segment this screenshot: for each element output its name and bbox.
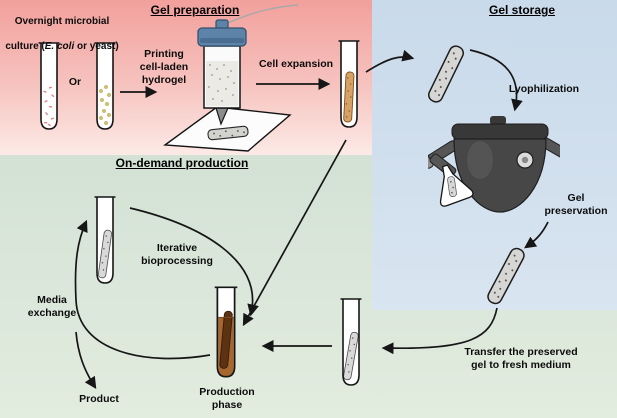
- syringe-barrel: [203, 45, 241, 109]
- lyophilizer-icon: [428, 116, 560, 213]
- production-tube-icon: [214, 286, 238, 378]
- preserved-gel-icon: [487, 247, 525, 305]
- lyophilization-label: Lyophilization: [508, 83, 580, 95]
- media-exchange-label: Media exchange: [27, 294, 77, 319]
- expanded-culture-tube-icon: [338, 40, 360, 128]
- section-title-gel-preparation: Gel preparation: [150, 3, 240, 17]
- printed-gel-strip: [207, 125, 249, 141]
- section-title-on-demand-production: On-demand production: [115, 156, 249, 170]
- printing-label: Printing cell-laden hydrogel: [139, 48, 189, 86]
- arrow-expansion-to-production: [242, 139, 347, 327]
- or-label: Or: [68, 76, 82, 88]
- arrow-to-product: [75, 331, 97, 389]
- production-phase-label: Production phase: [199, 386, 255, 411]
- cell-expansion-label: Cell expansion: [258, 58, 334, 70]
- dried-gel-icon: [427, 45, 465, 103]
- yeast-tube-icon: [94, 42, 116, 130]
- overnight-line1: Overnight microbial: [14, 16, 110, 28]
- overnight-species: E. coli: [44, 40, 75, 52]
- bioprocessing-tube-icon: [94, 196, 116, 284]
- hydrogel-strip: [343, 71, 355, 123]
- fresh-medium-tube-icon: [340, 298, 362, 386]
- gel-strip-in-medium: [343, 331, 359, 381]
- lyophilizer-lid: [451, 123, 549, 140]
- printer-cable: [227, 4, 299, 24]
- lyophilizer-chamber: [453, 138, 547, 213]
- overnight-pre: culture (: [5, 40, 45, 52]
- lyophilizer-flask: [439, 164, 474, 207]
- section-title-gel-storage: Gel storage: [488, 3, 556, 17]
- ecoli-tube-icon: [38, 42, 60, 130]
- transfer-label: Transfer the preserved gel to fresh medi…: [464, 346, 578, 371]
- arrow-transfer-to-fresh-medium: [381, 307, 498, 355]
- overnight-post: or yeast): [74, 40, 119, 52]
- overnight-culture-label: Overnight microbial culture (E. coli or …: [0, 4, 124, 53]
- product-label: Product: [79, 393, 119, 405]
- print-platform: [163, 106, 292, 152]
- lyophilizer-knob: [490, 116, 506, 125]
- iterative-bioprocessing-label: Iterative bioprocessing: [141, 242, 213, 267]
- printer-cap: [197, 19, 247, 47]
- gel-preservation-label: Gel preservation: [544, 192, 608, 217]
